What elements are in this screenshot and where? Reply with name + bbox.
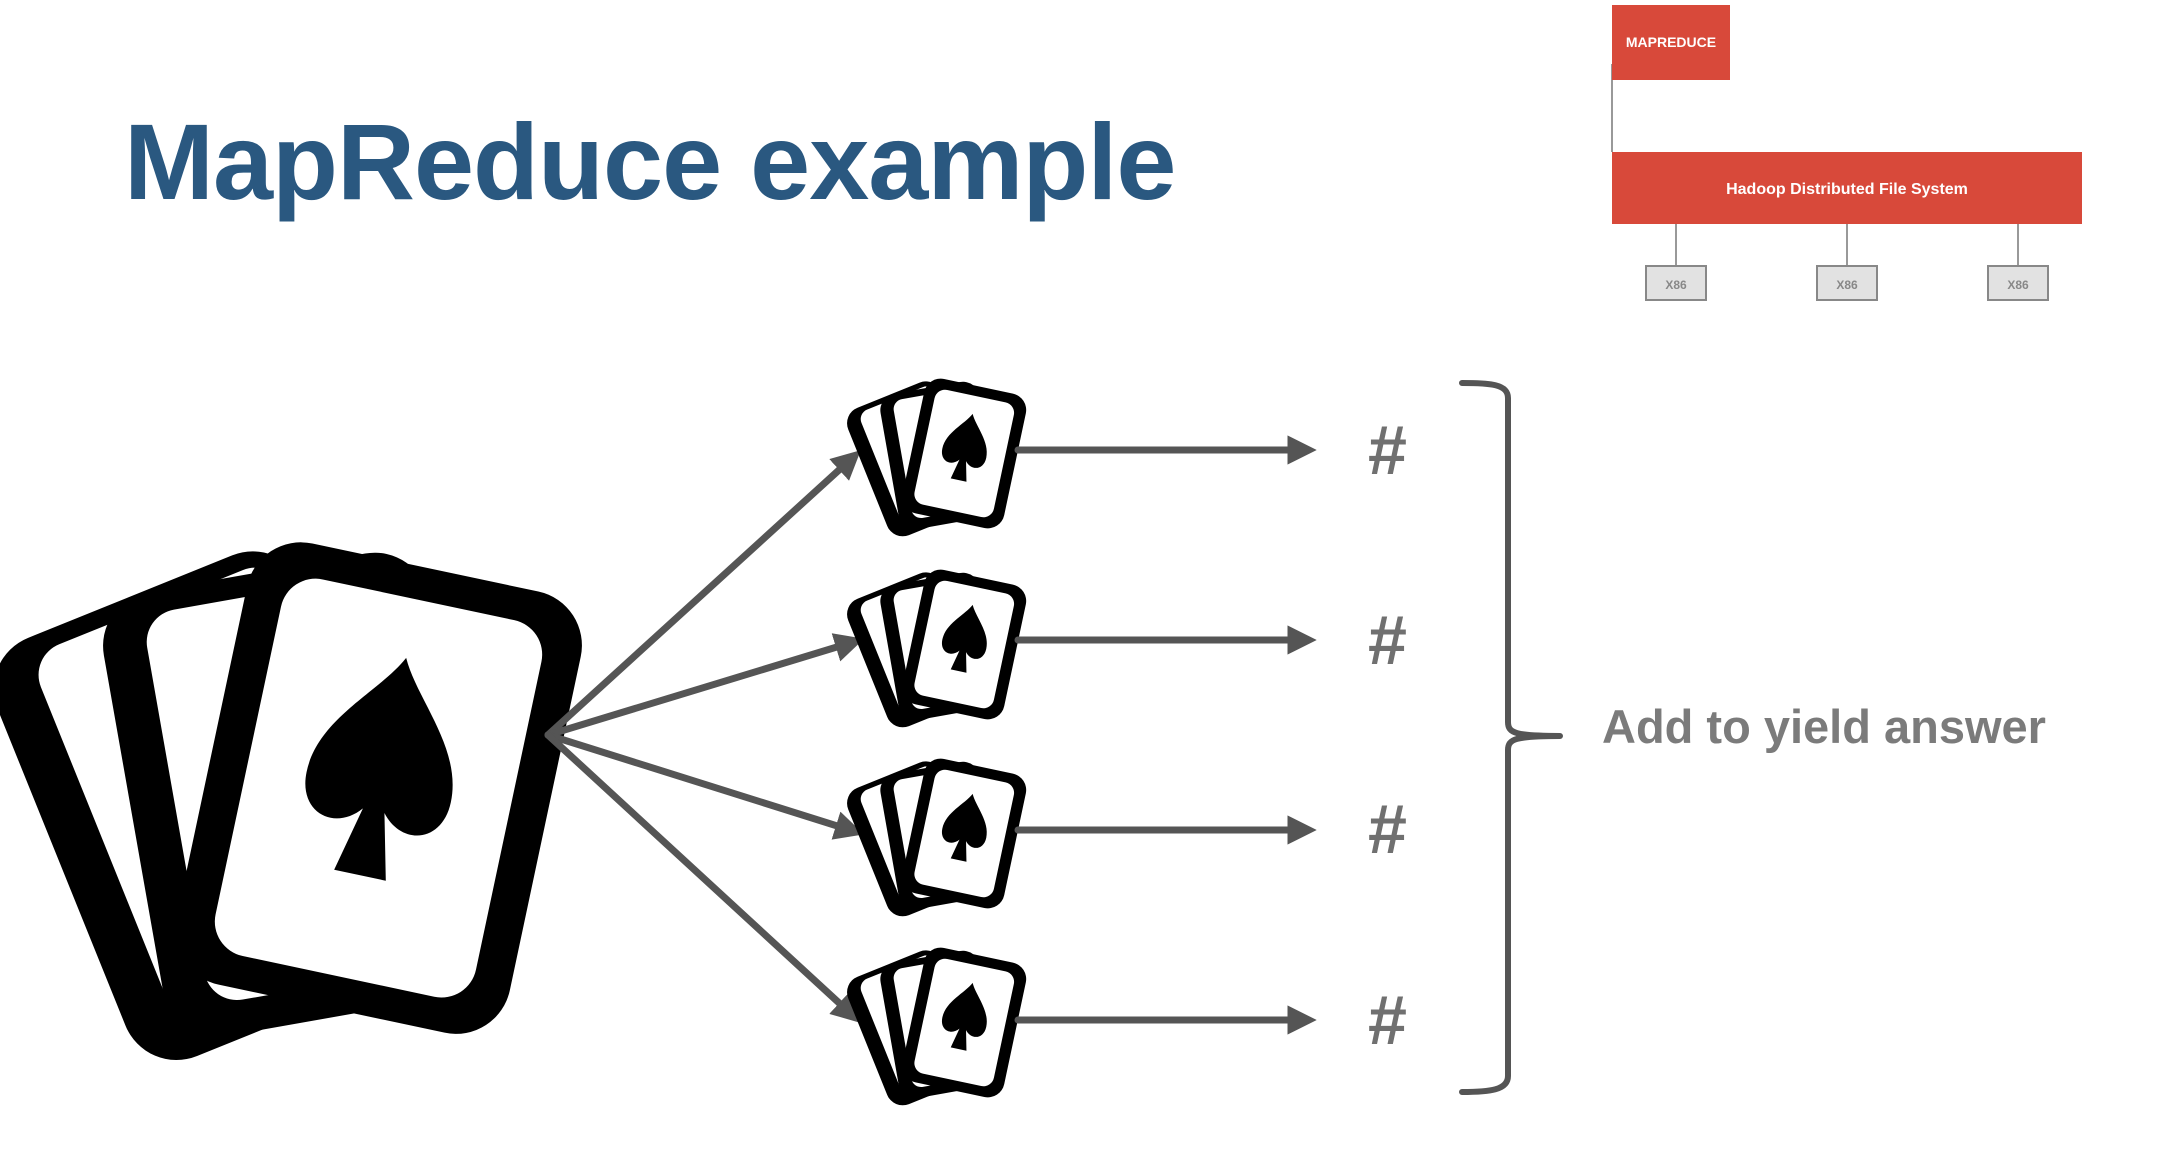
split-arrow-4 [544,731,861,1023]
node-box [1987,265,2049,301]
hdfs-label: Hadoop Distributed File System [1726,181,1968,198]
count-symbol: # [1368,981,1407,1059]
small-deck-icon [841,375,1030,542]
map-arrows [1014,435,1317,1035]
answer-label: Add to yield answer [1602,700,2046,753]
count-symbol: # [1368,601,1407,679]
small-deck-icon [841,755,1030,922]
main-deck-icon [0,532,593,1077]
small-deck-icon [841,944,1030,1111]
count-symbol: # [1368,790,1407,868]
split-arrow-3 [544,731,865,840]
mapreduce-label: MAPREDUCE [1626,34,1716,50]
node-label: X86 [1665,278,1687,292]
node-box [1816,265,1878,301]
sum-bracket [1459,380,1563,1095]
hdfs-block [1612,152,2082,224]
split-arrow-2 [544,633,865,739]
slide-title: MapReduce example [124,101,1176,222]
architecture-thumbnail: MAPREDUCE Hadoop Distributed File System… [1611,5,2082,301]
small-deck-icon [841,566,1030,733]
node-label: X86 [2007,278,2029,292]
mapreduce-block [1612,5,1730,80]
count-symbol: # [1368,411,1407,489]
node-label: X86 [1836,278,1858,292]
node-box [1645,265,1707,301]
fan-out-arrows [544,450,865,1023]
split-arrow-1 [544,450,861,739]
